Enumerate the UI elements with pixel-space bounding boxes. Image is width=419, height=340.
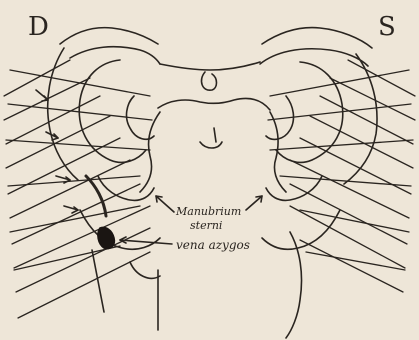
manubrium-outline-lower [140, 112, 160, 192]
right-clavicle [60, 28, 158, 44]
right-rib-4 [98, 176, 154, 200]
left-side-label: S [378, 14, 396, 40]
right-first-rib [48, 48, 78, 180]
manubrium-label: Manubrium [176, 206, 241, 217]
vena-pointer [120, 240, 172, 244]
right-hatching [4, 60, 152, 318]
right-side-label: D [28, 14, 49, 40]
mid-vertebra [200, 128, 222, 148]
sterni-label: sterni [190, 220, 222, 231]
sternal-notch [160, 62, 260, 70]
left-hatching [268, 60, 415, 292]
right-lower-contour [92, 250, 160, 312]
upper-vertebra [201, 72, 216, 90]
manubrium-pointer-right [156, 196, 174, 212]
left-clavicle-lower [260, 49, 368, 66]
vena-azygos-shadow [98, 227, 114, 248]
left-clavicle [262, 28, 372, 48]
manubrium-pointer-left [246, 196, 262, 210]
manubrium-outline-right [158, 98, 270, 110]
vena-azygos-label: vena azygos [176, 239, 250, 251]
shadow-strip [86, 176, 106, 216]
